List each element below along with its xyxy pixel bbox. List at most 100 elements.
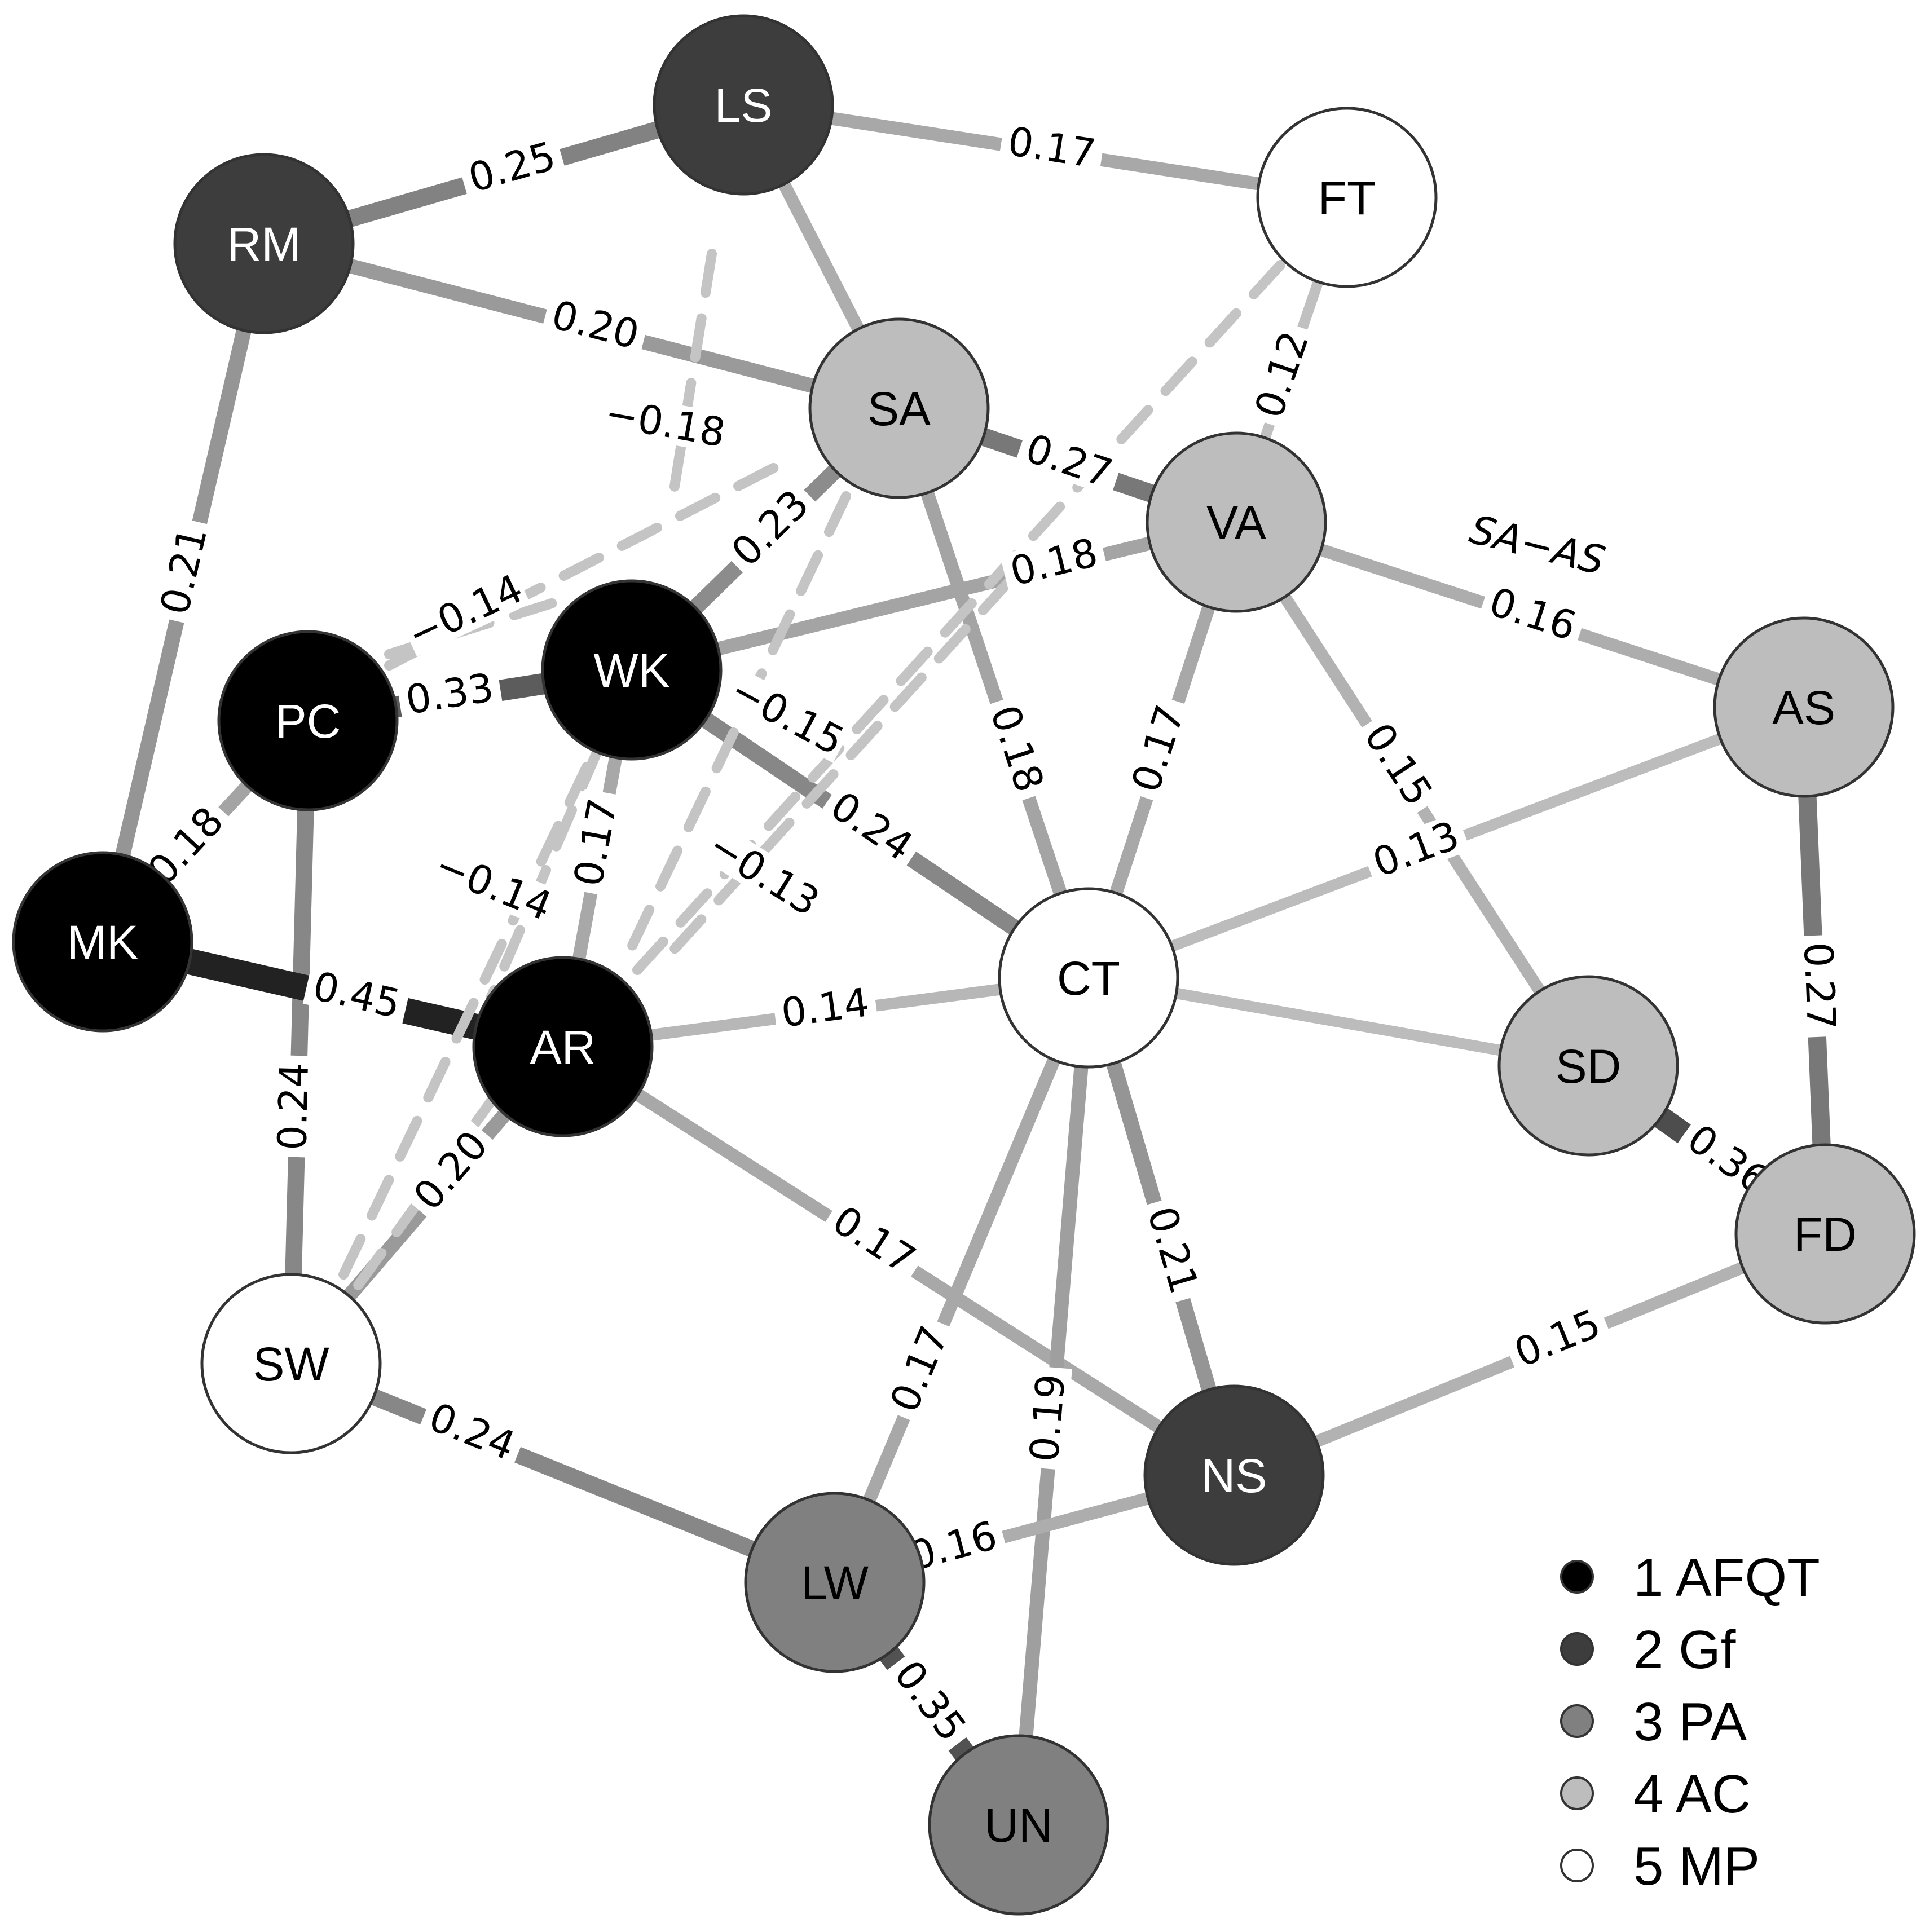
edge-label-rm-sa-text: 0.20 bbox=[547, 292, 644, 358]
node-label-sw: SW bbox=[253, 1338, 329, 1391]
node-circle-un bbox=[928, 1734, 1109, 1916]
edge-sa-ct bbox=[892, 406, 1095, 980]
edge-label-ct-un-text: 0.19 bbox=[1021, 1372, 1074, 1463]
node-as: AS bbox=[1713, 616, 1895, 798]
node-mk: MK bbox=[12, 851, 193, 1033]
node-sa: SA bbox=[808, 317, 990, 499]
negative-edge-label-pc-wk: −0.14 bbox=[399, 565, 531, 658]
edge-label-wk-va-bg bbox=[999, 530, 1108, 594]
edge-label-mk-ar-text: 0.45 bbox=[309, 963, 404, 1027]
edge-label-wk-va-text: 0.18 bbox=[1006, 529, 1102, 595]
negative-edge-label-ls-wk: −0.18 bbox=[600, 390, 730, 456]
node-label-pc: PC bbox=[275, 695, 341, 748]
edge-label-sa-ct: 0.18 bbox=[981, 694, 1053, 804]
node-lw: LW bbox=[744, 1492, 926, 1673]
node-circle-pc bbox=[217, 630, 399, 811]
negative-edge-wk-sw bbox=[328, 762, 592, 1302]
edge-label-lw-un-bg bbox=[883, 1648, 977, 1754]
node-label-mk: MK bbox=[67, 916, 138, 969]
node-circle-sd bbox=[1497, 975, 1679, 1157]
edge-label-rm-mk-text: 0.21 bbox=[151, 523, 216, 619]
node-un: UN bbox=[928, 1734, 1109, 1916]
legend-label-1: 1 AFQT bbox=[1633, 1547, 1820, 1608]
edge-label-as-fd-bg bbox=[1797, 934, 1842, 1038]
legend-item-3: 3 PA bbox=[1560, 1692, 1747, 1752]
edge-label-wk-ct-bg bbox=[818, 781, 926, 872]
edge-label-ar-ns: 0.17 bbox=[820, 1196, 928, 1285]
node-circle-ft bbox=[1256, 107, 1438, 288]
edge-label-pc-sw: 0.24 bbox=[269, 1055, 318, 1158]
edge-label-pc-wk: 0.33 bbox=[396, 664, 503, 724]
node-circle-va bbox=[1146, 431, 1327, 613]
edge-label-ft-va-text: 0.12 bbox=[1246, 325, 1318, 424]
edge-label-sa-wk-bg bbox=[720, 478, 821, 579]
node-circle-mk bbox=[12, 851, 193, 1033]
node-ar: AR bbox=[472, 956, 654, 1137]
edge-label-rm-mk-bg bbox=[152, 517, 215, 625]
node-circle-ct bbox=[998, 887, 1179, 1069]
edge-label-sa-ct-bg bbox=[981, 694, 1052, 804]
edge-label-ct-un: 0.19 bbox=[1021, 1365, 1074, 1471]
node-label-ft: FT bbox=[1318, 171, 1376, 224]
legend-label-5: 5 MP bbox=[1633, 1836, 1760, 1896]
edge-label-wk-ar-bg bbox=[566, 788, 625, 896]
edge-label-mk-ar: 0.45 bbox=[302, 963, 411, 1027]
edge-label-rm-ls-text: 0.25 bbox=[464, 133, 561, 201]
edge-label-va-as-text: 0.16 bbox=[1484, 579, 1582, 650]
legend-item-2: 2 Gf bbox=[1560, 1620, 1736, 1680]
edge-label-ct-un-bg bbox=[1023, 1365, 1072, 1471]
node-circle-ar bbox=[472, 956, 654, 1137]
negative-edge-ft-ar bbox=[660, 576, 1015, 964]
node-label-sd: SD bbox=[1556, 1040, 1622, 1093]
edge-label-va-sd: 0.15 bbox=[1354, 711, 1443, 818]
edge-label-rm-mk: 0.21 bbox=[151, 517, 216, 625]
edge-label-wk-va: 0.18 bbox=[999, 529, 1108, 595]
negative-edge-label-ft-ar-text: −0.13 bbox=[701, 822, 827, 925]
annotation-sa-as: SA−AS bbox=[1465, 506, 1610, 584]
edge-label-ct-as-text: 0.13 bbox=[1367, 812, 1465, 886]
edge-label-ft-va: 0.12 bbox=[1246, 320, 1318, 430]
node-va: VA bbox=[1146, 431, 1327, 613]
edge-label-lw-ns-bg bbox=[899, 1513, 1008, 1579]
edge-label-ct-ns-text: 0.21 bbox=[1138, 1202, 1207, 1299]
edge-wk-va bbox=[630, 515, 1238, 677]
edge-label-ls-ft-bg bbox=[998, 120, 1105, 175]
negative-edge-wk-ar bbox=[486, 745, 603, 1003]
edge-label-ls-ft-text: 0.17 bbox=[1005, 118, 1099, 177]
edge-label-as-fd-text: 0.27 bbox=[1795, 941, 1844, 1031]
edge-label-ar-ct-bg bbox=[772, 981, 878, 1035]
legend-item-1: 1 AFQT bbox=[1560, 1547, 1820, 1608]
edge-label-sa-ct-text: 0.18 bbox=[981, 700, 1053, 798]
edge-label-ar-ns-bg bbox=[820, 1196, 928, 1285]
node-circle-sa bbox=[808, 317, 990, 499]
edge-label-ar-ct: 0.14 bbox=[772, 979, 878, 1036]
edge-label-pc-sw-bg bbox=[271, 1055, 315, 1158]
edge-label-rm-sa: 0.20 bbox=[541, 292, 650, 358]
node-circle-ls bbox=[653, 14, 834, 196]
node-wk: WK bbox=[541, 579, 723, 761]
edge-label-va-sd-bg bbox=[1354, 711, 1443, 818]
legend-swatch-4 bbox=[1560, 1776, 1594, 1810]
negative-edge-label-pc-wk-bg bbox=[399, 567, 531, 657]
edge-label-va-ct: 0.17 bbox=[1122, 694, 1193, 804]
node-circle-wk bbox=[541, 579, 723, 761]
edge-label-ft-va-bg bbox=[1246, 320, 1318, 430]
node-sd: SD bbox=[1497, 975, 1679, 1157]
edge-label-ar-ct-text: 0.14 bbox=[778, 979, 871, 1036]
edge-label-sa-va-text: 0.27 bbox=[1020, 425, 1118, 497]
edge-label-pc-wk-text: 0.33 bbox=[403, 664, 497, 724]
legend-swatch-5 bbox=[1560, 1849, 1594, 1882]
negative-edge-label-ls-wk-text: −0.18 bbox=[602, 390, 729, 456]
edge-label-ct-ns: 0.21 bbox=[1138, 1196, 1208, 1305]
edge-sw-lw bbox=[288, 1356, 838, 1590]
node-pc: PC bbox=[217, 630, 399, 811]
edge-label-rm-ls-bg bbox=[457, 133, 567, 201]
edge-pc-sw bbox=[283, 720, 316, 1364]
edge-label-sw-lw-bg bbox=[417, 1393, 527, 1470]
edge-label-rm-ls: 0.25 bbox=[457, 133, 567, 201]
node-circle-ns bbox=[1143, 1384, 1325, 1566]
